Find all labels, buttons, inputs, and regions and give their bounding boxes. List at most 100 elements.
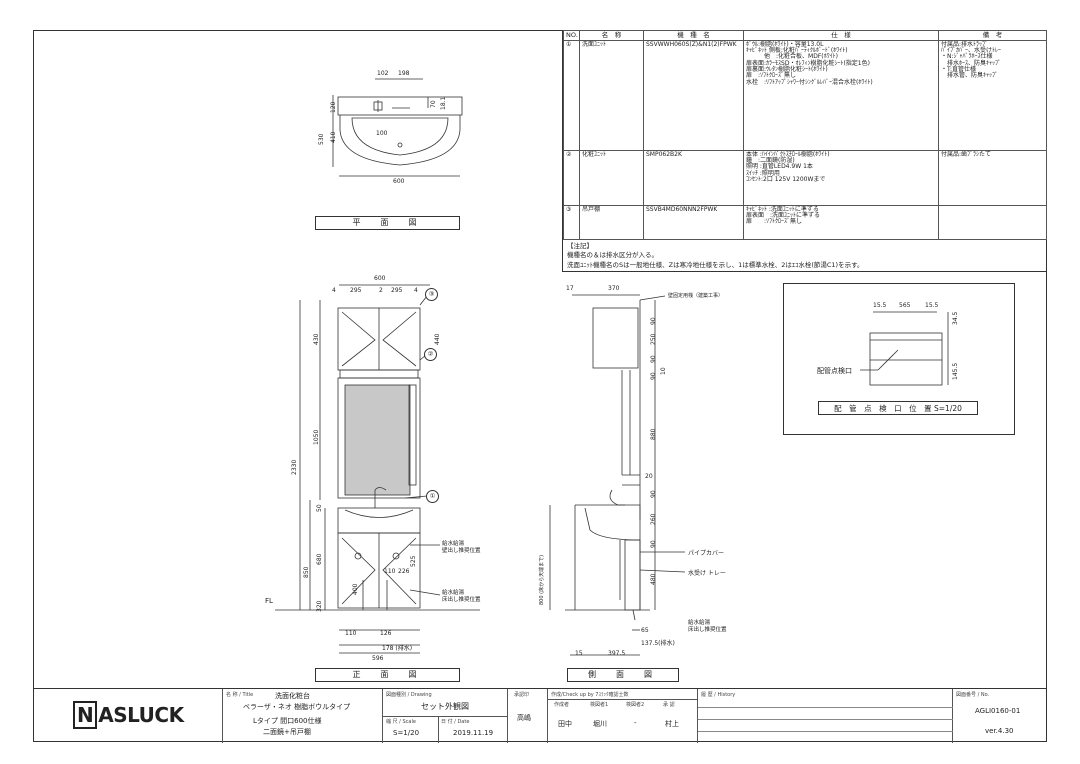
- row-remarks: [938, 204, 1047, 240]
- side-dim: 90: [650, 540, 657, 548]
- side-dim: 90: [650, 317, 657, 325]
- front-view-title: 正 面 図: [315, 668, 460, 682]
- side-dim: 880: [650, 428, 657, 440]
- row-remarks: 付属品:歯ﾌﾞﾗｼたて: [938, 149, 1047, 206]
- drawing-divider: [438, 716, 439, 743]
- spec-line: 扉裏面:ｳﾚﾀﾝ樹脂化粧ｼｰﾄ(ﾎﾜｲﾄ): [746, 66, 828, 73]
- drawing-type: セット外観図: [421, 702, 469, 711]
- row-model: SSVB4MD60NNN2FPWK: [643, 204, 744, 240]
- side-dim: 15: [575, 650, 583, 657]
- front-dim: 295: [350, 287, 362, 294]
- row-specs: ﾎﾞｳﾙ:樹脂(ﾎﾜｲﾄ)・容量13.0L ｷｬﾋﾞﾈｯﾄ 側板:化粧ﾊﾟｰﾃｨ…: [743, 39, 939, 151]
- front-dim: 295: [391, 287, 403, 294]
- logo-rest: ASLUCK: [98, 703, 184, 727]
- side-dim: 480: [650, 573, 657, 585]
- remark-line: ・T:直管仕様: [941, 66, 977, 73]
- side-dim: 260: [650, 513, 657, 525]
- spec-table-panel: NO. 名 称 機 種 名 仕 様 備 考 ① 洗面ﾕﾆｯﾄ SSVWWH060…: [562, 30, 1047, 272]
- check-col: 承 認: [663, 702, 675, 708]
- inspection-title: 配 管 点 検 口 位 置: [834, 404, 932, 413]
- row-no: ①: [563, 39, 580, 151]
- check-val: -: [634, 719, 637, 727]
- header-name: 名 称: [579, 30, 644, 41]
- supply-floor-label: 給水給湯 床出し推奨位置: [442, 590, 481, 604]
- table-row: ① 洗面ﾕﾆｯﾄ SSVWWH060S(Z)&N1(2)FPWK ﾎﾞｳﾙ:樹脂…: [563, 39, 1047, 151]
- drawing-divider: [383, 716, 508, 717]
- version: ver.4.30: [985, 727, 1014, 735]
- side-dim: 250: [650, 333, 657, 345]
- scale-value: S=1/20: [393, 729, 420, 737]
- check-col: 作成者: [554, 702, 570, 708]
- remark-line: ﾊﾟｲﾌﾟｶﾊﾞｰ、水受けﾄﾚｰ: [941, 47, 1002, 55]
- check-cell: 作成/Check up by 7ｽﾗｯｸ確認士数 作成者 検図者1 検図者2 承…: [548, 689, 698, 743]
- remark-line: 付属品:排水ﾄﾗｯﾌﾟ: [941, 40, 989, 48]
- inspection-dim: 34.5: [952, 311, 959, 325]
- row-specs: 本体 :ﾊｲｲﾝﾊﾟｸﾄｽﾁﾛｰﾙ樹脂(ﾎﾜｲﾄ) 鏡 :二面鏡(防湿) 照明 …: [743, 149, 939, 206]
- front-dim: 440: [434, 333, 441, 345]
- plan-view-drawing: [332, 78, 463, 177]
- side-dim: 137.5(排水): [641, 640, 675, 647]
- wall-anchor-label: 壁固定用桟（建築工事）: [668, 293, 724, 299]
- water-tray-label: 水受け トレー: [688, 570, 726, 577]
- header-spec: 仕 様: [743, 30, 939, 41]
- plan-dim: 410: [330, 131, 337, 143]
- row-no: ②: [563, 149, 580, 206]
- plan-view-title: 平 面 図: [315, 216, 460, 230]
- spec-line: 扉 :ｿﾌﾄｸﾛｰｽﾞ無し: [746, 72, 797, 80]
- check-divider: [548, 699, 698, 700]
- check-label: 作成/Check up by 7ｽﾗｯｸ確認士数: [551, 692, 629, 698]
- front-dim: 178 (排水): [382, 645, 413, 652]
- check-val: 田中: [558, 720, 572, 728]
- spec-table-header: NO. 名 称 機 種 名 仕 様 備 考: [563, 30, 1047, 41]
- front-dim: 596: [372, 655, 384, 662]
- side-dim: 90: [650, 355, 657, 363]
- inspection-dim: 15.5: [873, 302, 887, 309]
- scale-label: 縮 尺 / Scale: [386, 719, 416, 725]
- check-val: 村上: [665, 720, 679, 728]
- side-dim: 20: [645, 473, 653, 480]
- front-dim: 2: [379, 287, 383, 294]
- title-label: 名 称 / Title: [226, 692, 254, 698]
- front-dim: 600: [374, 275, 386, 282]
- spec-line: 照明 :直管LED4.9W 1本: [746, 163, 813, 171]
- front-dim: 320: [316, 600, 323, 612]
- plan-dim: 198: [398, 70, 410, 77]
- floor-level-label: FL: [265, 597, 273, 605]
- front-dim: 400: [352, 583, 359, 595]
- inspection-dim: 15.5: [925, 302, 939, 309]
- front-dim: 1050: [313, 429, 320, 445]
- front-dim: 110: [384, 568, 396, 575]
- side-dim: 90: [650, 490, 657, 498]
- remark-line: 排水管、防臭ｷｬｯﾌﾟ: [941, 72, 999, 80]
- date-label: 日 付 / Date: [441, 719, 470, 725]
- plan-dim: 18.1: [440, 96, 447, 110]
- spec-line: 水栓 :ﾘﾌﾄｱｯﾌﾟｼｬﾜｰ付ｼﾝｸﾞﾙﾚﾊﾞｰ混合水栓(ﾎﾜｲﾄ): [746, 78, 873, 86]
- history-cell: 履 歴 / History: [698, 689, 953, 743]
- inspection-box: [783, 283, 1015, 435]
- side-dim: 800 (床から天端まで): [539, 554, 545, 605]
- table-row: ③ 吊戸棚 SSVB4MD60NNN2FPWK ｷｬﾋﾞﾈｯﾄ :洗面ﾕﾆｯﾄに…: [563, 204, 1047, 240]
- side-view-drawing: [549, 294, 686, 656]
- check-val: 堀川: [593, 720, 607, 728]
- spec-line: ｺﾝｾﾝﾄ:2口 125V 1200Wまで: [746, 176, 826, 183]
- callout-3: ③: [425, 288, 438, 301]
- row-remarks: 付属品:排水ﾄﾗｯﾌﾟ ﾊﾟｲﾌﾟｶﾊﾞｰ、水受けﾄﾚｰ ・N:ｼﾞｬﾊﾞﾗﾎｰ…: [938, 39, 1047, 151]
- note-line: 【注記】: [567, 241, 593, 250]
- drawing-cell: 図面種別 / Drawing セット外観図 縮 尺 / Scale S=1/20…: [383, 689, 508, 743]
- notes: 【注記】 機種名の＆は排水区分が入る。 洗面ﾕﾆｯﾄ機種名のSは一般地仕様、Zは…: [563, 240, 1047, 272]
- side-dim: 17: [566, 285, 574, 292]
- number-label: 図面番号 / No.: [956, 692, 990, 698]
- remark-line: ・N:ｼﾞｬﾊﾞﾗﾎｰｽ仕様: [941, 53, 993, 61]
- spec-line: 鏡 :二面鏡(防湿): [746, 157, 795, 165]
- drawing-sheet: [33, 30, 1047, 742]
- table-row: ② 化粧ﾕﾆｯﾄ SMP062B2K 本体 :ﾊｲｲﾝﾊﾟｸﾄｽﾁﾛｰﾙ樹脂(ﾎ…: [563, 149, 1047, 206]
- side-dim: 397.5: [608, 650, 626, 657]
- remark-line: 排水ﾎｰｽ、防臭ｷｬｯﾌﾟ: [941, 59, 1002, 67]
- front-dim: 4: [414, 287, 418, 294]
- header-no: NO.: [563, 30, 580, 41]
- front-dim: 680: [316, 553, 323, 565]
